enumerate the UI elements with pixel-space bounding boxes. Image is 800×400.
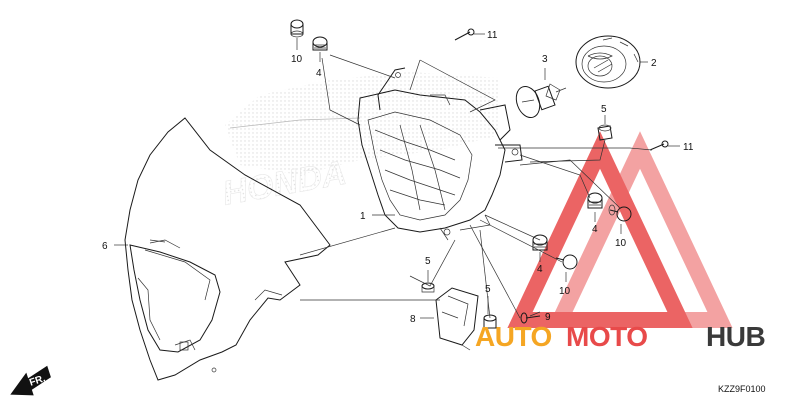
callout-11-right: 11: [683, 142, 694, 153]
callout-5-bottom: 5: [485, 284, 491, 295]
part-10-collar-top: [290, 19, 304, 38]
watermark-wordmark: AUTO MOTO HUB: [475, 321, 766, 352]
part-10-collar-lower: [555, 254, 578, 270]
part-6-headlight-cowl: [124, 117, 331, 381]
part-11-bolt-right: [649, 140, 669, 151]
watermark-triangle: [507, 131, 733, 328]
leader-lines: [299, 54, 653, 319]
callout-4-top: 4: [316, 68, 322, 79]
part-8-bracket: [435, 287, 479, 351]
part-3-headlight-bulb: [515, 83, 567, 118]
part-4-grommet-right: [587, 192, 603, 209]
honda-wing-logo: HONDA: [219, 72, 500, 213]
callout-4-lower: 4: [537, 264, 543, 275]
part-5-grommet-left: [421, 282, 435, 293]
front-direction-label: FR.: [28, 373, 47, 389]
callout-2: 2: [651, 58, 657, 69]
callout-6: 6: [102, 241, 108, 252]
callout-1: 1: [360, 211, 366, 222]
part-5-grommet-top: [597, 124, 613, 141]
callout-10-top: 10: [291, 54, 303, 65]
callout-4-right: 4: [592, 224, 598, 235]
part-2-dust-cover: [575, 35, 641, 89]
part-4-grommet-top: [312, 36, 328, 51]
callout-10-lower: 10: [559, 286, 571, 297]
watermark-moto: MOTO: [566, 321, 647, 352]
front-direction-arrow: FR.: [10, 365, 51, 396]
callout-9: 9: [545, 312, 551, 323]
part-1-headlight-assembly: [357, 67, 523, 241]
callout-3: 3: [542, 54, 548, 65]
watermark-hub: HUB: [706, 321, 765, 352]
callout-5-top: 5: [601, 104, 607, 115]
callout-10-right: 10: [615, 238, 627, 249]
callout-11-top: 11: [487, 30, 498, 41]
part-4-grommet-lower: [532, 234, 548, 251]
callout-5-left: 5: [425, 256, 431, 267]
part-10-collar-right: [608, 204, 632, 222]
part-11-bolt-top: [454, 28, 475, 41]
callout-8: 8: [410, 314, 416, 325]
watermark-auto: AUTO: [475, 321, 552, 352]
part-9-screw: [520, 312, 541, 324]
callout-leaders: [114, 33, 680, 319]
diagram-code: KZZ9F0100: [718, 384, 766, 394]
